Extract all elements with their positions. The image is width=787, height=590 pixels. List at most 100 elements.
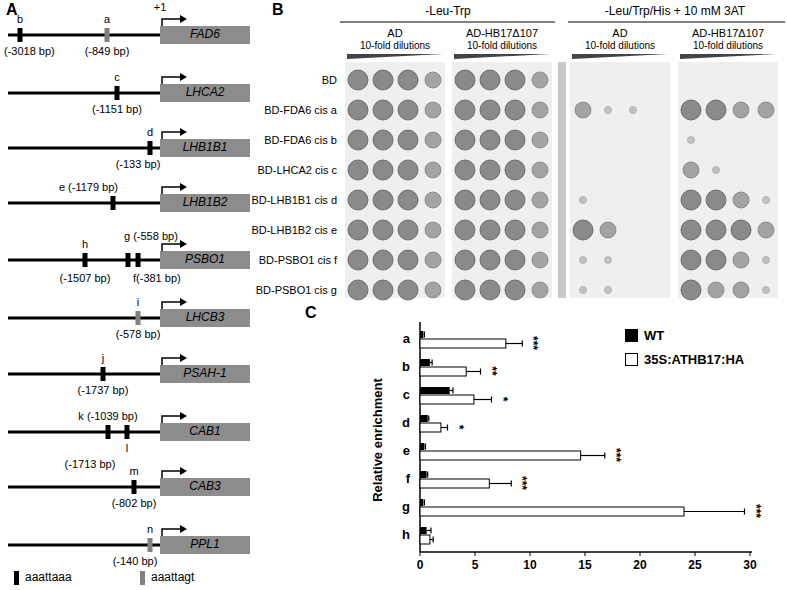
yeast-spot (630, 107, 637, 114)
yeast-spot (763, 287, 770, 294)
dilution-note: 10-fold dilutions (467, 40, 537, 52)
yeast-spot (348, 220, 368, 240)
yeast-spot (505, 130, 525, 150)
yeast-spot (480, 100, 500, 120)
yeast-spot (532, 162, 548, 178)
cis-element-mark (125, 425, 130, 439)
tick-label: 30 (743, 559, 756, 573)
gene-name: PSBO1 (185, 253, 225, 266)
yeast-spot (425, 282, 441, 298)
panel-b-art (340, 22, 785, 300)
cis-element-mark (136, 311, 141, 325)
yeast-spot (425, 102, 441, 118)
yeast-spot (425, 222, 441, 238)
category-label: b (402, 360, 410, 375)
gene-box: LHCA2 (160, 84, 250, 102)
cis-element-mark (132, 480, 137, 494)
yeast-spot (455, 130, 475, 150)
yeast-spot (480, 130, 500, 150)
yeast-spot (480, 70, 500, 90)
x-axis (420, 551, 752, 553)
error-cap (480, 369, 481, 375)
legend-text: 35S:ATHB17:HA (644, 353, 744, 368)
tss-label: +1 (154, 1, 167, 14)
site-position: e (-1179 bp) (59, 181, 118, 194)
wt-bar (420, 443, 424, 450)
row-label: BD-PSBO1 cis g (256, 284, 337, 297)
cis-element-mark (18, 28, 23, 42)
yeast-spot (373, 70, 393, 90)
yeast-spot (505, 160, 525, 180)
tss-arrowhead (180, 240, 187, 248)
overexpressor-bar (420, 451, 581, 460)
yeast-spot (733, 192, 749, 208)
site-position: (-1737 bp) (78, 384, 129, 397)
yeast-spot (681, 250, 701, 270)
yeast-spot (373, 190, 393, 210)
yeast-spot (425, 132, 441, 148)
yeast-spot (681, 100, 701, 120)
yeast-spot (373, 130, 393, 150)
panel-letter: B (272, 1, 284, 19)
wt-bar (420, 331, 423, 338)
column-header: AD (387, 27, 402, 40)
tss-arrow (162, 244, 180, 251)
column-header: AD (612, 27, 627, 40)
axis-tick (585, 552, 586, 556)
error-cap (491, 397, 492, 403)
tick-label: 10 (523, 559, 536, 573)
dilution-note: 10-fold dilutions (360, 40, 430, 52)
site-letter: i (137, 296, 139, 309)
plate-background (452, 62, 552, 298)
significance-stars: * (451, 425, 465, 430)
row-label: BD (322, 74, 337, 87)
legend-text: WT (644, 329, 664, 344)
yeast-spot (373, 220, 393, 240)
site-position: (-578 bp) (116, 328, 161, 341)
promoter-line (8, 92, 160, 95)
row-label: BD-FDA6 cis b (264, 134, 337, 147)
promoter-line (8, 431, 160, 434)
dilution-note: 10-fold dilutions (585, 40, 655, 52)
site-letter: j (102, 352, 104, 365)
yeast-spot (505, 220, 525, 240)
cis-element-mark (136, 253, 141, 267)
tss-arrow (162, 416, 180, 423)
yeast-spot (348, 280, 368, 300)
category-label: d (402, 416, 410, 431)
site-position: (-1151 bp) (92, 103, 142, 116)
yeast-spot (398, 250, 418, 270)
yeast-spot (480, 160, 500, 180)
yeast-spot (706, 100, 726, 120)
tss-arrow (162, 19, 180, 26)
promoter-line (8, 202, 160, 205)
tss-arrow (162, 187, 180, 194)
site-letter: m (129, 465, 138, 478)
yeast-spot (348, 70, 368, 90)
yeast-spot (605, 257, 612, 264)
gene-box: FAD6 (160, 26, 250, 44)
site-letter: l (126, 442, 128, 455)
gene-box: LHB1B2 (160, 194, 250, 212)
gene-box: LHCB3 (160, 309, 250, 327)
significance-stars: * (495, 397, 509, 402)
tss-arrowhead (180, 525, 187, 533)
gene-box: LHB1B1 (160, 139, 250, 157)
tick-label: 5 (472, 559, 479, 573)
site-position: (-849 bp) (85, 45, 130, 58)
axis-tick (420, 552, 421, 556)
yeast-spot (758, 222, 774, 238)
yeast-spot (455, 190, 475, 210)
yeast-spot (373, 280, 393, 300)
tick-label: 15 (578, 559, 591, 573)
yeast-spot (398, 220, 418, 240)
yeast-spot (575, 102, 591, 118)
overexpressor-bar (420, 507, 684, 516)
site-letter: b (17, 13, 23, 26)
yeast-spot (348, 190, 368, 210)
panel-letter: C (305, 304, 317, 322)
header-underline (568, 22, 785, 23)
site-position: (-140 bp) (113, 555, 158, 568)
yeast-spot (455, 100, 475, 120)
promoter-line (8, 34, 160, 37)
